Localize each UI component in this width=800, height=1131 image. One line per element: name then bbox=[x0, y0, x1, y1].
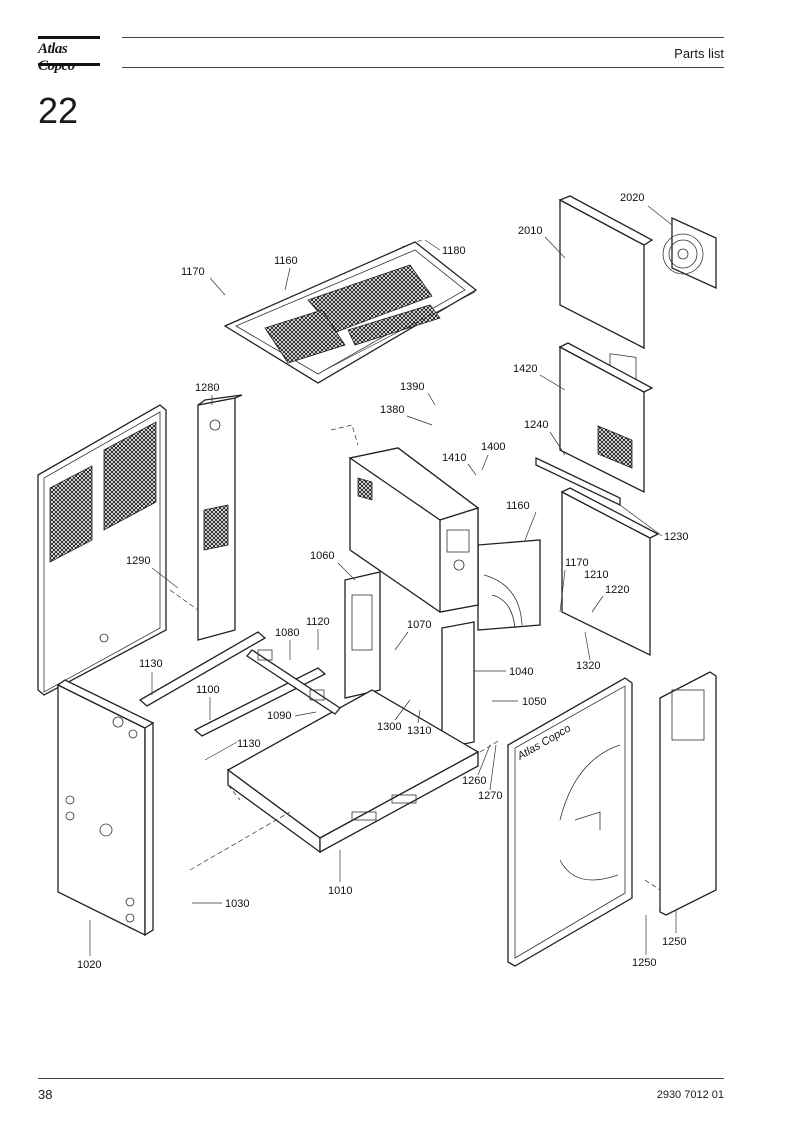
callout-1210: 1220 bbox=[605, 584, 629, 596]
callout-1090: 1090 bbox=[267, 710, 291, 722]
callout-1070: 1070 bbox=[407, 619, 431, 631]
callout-1170: 1170 bbox=[565, 557, 589, 569]
header-rule-bottom bbox=[122, 67, 724, 68]
atlas-copco-logo: Atlas Copco bbox=[38, 36, 102, 74]
panel-1320 bbox=[560, 487, 660, 657]
duct-1160 bbox=[477, 539, 541, 631]
exploded-parts-diagram: Atlas Copco 2020 2010 1160 1170 1180 142… bbox=[0, 150, 800, 1050]
callout-1250: 1250 bbox=[632, 957, 656, 969]
callout-1130: 1130 bbox=[237, 738, 261, 750]
front-door-1260: Atlas Copco bbox=[507, 677, 633, 967]
panel-1280 bbox=[197, 394, 243, 641]
chapter-number: 22 bbox=[38, 90, 79, 131]
callout-1110: 1120 bbox=[306, 616, 330, 628]
assembly-lines bbox=[169, 239, 661, 905]
callout-1220: 1230 bbox=[664, 531, 688, 543]
logo-top-bar bbox=[38, 36, 100, 39]
callout-1080: 1080 bbox=[275, 627, 299, 639]
inner-panel-1060 bbox=[344, 571, 381, 699]
callout-1020: 1020 bbox=[77, 959, 101, 971]
callout-1390: 1390 bbox=[400, 381, 424, 393]
callout-1420: 1420 bbox=[513, 363, 537, 375]
control-box bbox=[348, 447, 480, 613]
page-number: 38 bbox=[38, 1087, 53, 1102]
callout-1040: 1040 bbox=[509, 666, 533, 678]
callout-1120: 1130 bbox=[139, 658, 163, 670]
callout-1340: 1170 bbox=[181, 266, 205, 278]
logo-bottom-bar bbox=[38, 63, 100, 66]
callout-1290: 1290 bbox=[126, 555, 150, 567]
fan-2020 bbox=[662, 216, 717, 290]
callout-1030: 1030 bbox=[225, 898, 249, 910]
callout-1050: 1050 bbox=[522, 696, 546, 708]
base-frame-1010 bbox=[226, 689, 480, 854]
callout-1300: 1300 bbox=[377, 721, 401, 733]
post-1040 bbox=[441, 621, 475, 749]
callout-1310: 1310 bbox=[407, 725, 431, 737]
panel-1420 bbox=[558, 342, 654, 494]
document-number: 2930 7012 01 bbox=[656, 1089, 724, 1101]
callout-1180: 1210 bbox=[584, 569, 608, 581]
callout-1350: 1180 bbox=[442, 245, 466, 257]
callout-1380: 1380 bbox=[380, 404, 404, 416]
callout-1280: 1280 bbox=[195, 382, 219, 394]
callout-1330: 1160 bbox=[274, 255, 298, 267]
side-panel-1020 bbox=[56, 679, 155, 937]
callout-labels: 2020 2010 1160 1170 1180 1420 1280 1390 … bbox=[77, 192, 688, 971]
callout-1260: 1260 bbox=[462, 775, 486, 787]
door-1290 bbox=[37, 404, 167, 696]
callout-1060: 1060 bbox=[310, 550, 334, 562]
section-title: Parts list bbox=[674, 46, 724, 61]
callout-2020: 2020 bbox=[620, 192, 644, 204]
panel-1240 bbox=[659, 671, 717, 916]
callout-1230: 1240 bbox=[524, 419, 548, 431]
callout-1010: 1010 bbox=[328, 885, 352, 897]
callout-1320: 1320 bbox=[576, 660, 600, 672]
callout-1160: 1160 bbox=[506, 500, 530, 512]
callout-1240: 1250 bbox=[662, 936, 686, 948]
base-rails bbox=[138, 631, 341, 737]
logo-wordmark: Atlas Copco bbox=[38, 41, 75, 74]
footer-rule bbox=[38, 1078, 724, 1079]
panel-2010 bbox=[558, 195, 654, 388]
callout-1400: 1400 bbox=[481, 441, 505, 453]
roof-panel-1330 bbox=[223, 241, 478, 384]
callout-1270: 1270 bbox=[478, 790, 502, 802]
callout-2010: 2010 bbox=[518, 225, 542, 237]
callout-1100: 1100 bbox=[196, 684, 220, 696]
header-rule-top bbox=[122, 37, 724, 38]
callout-1410: 1410 bbox=[442, 452, 466, 464]
